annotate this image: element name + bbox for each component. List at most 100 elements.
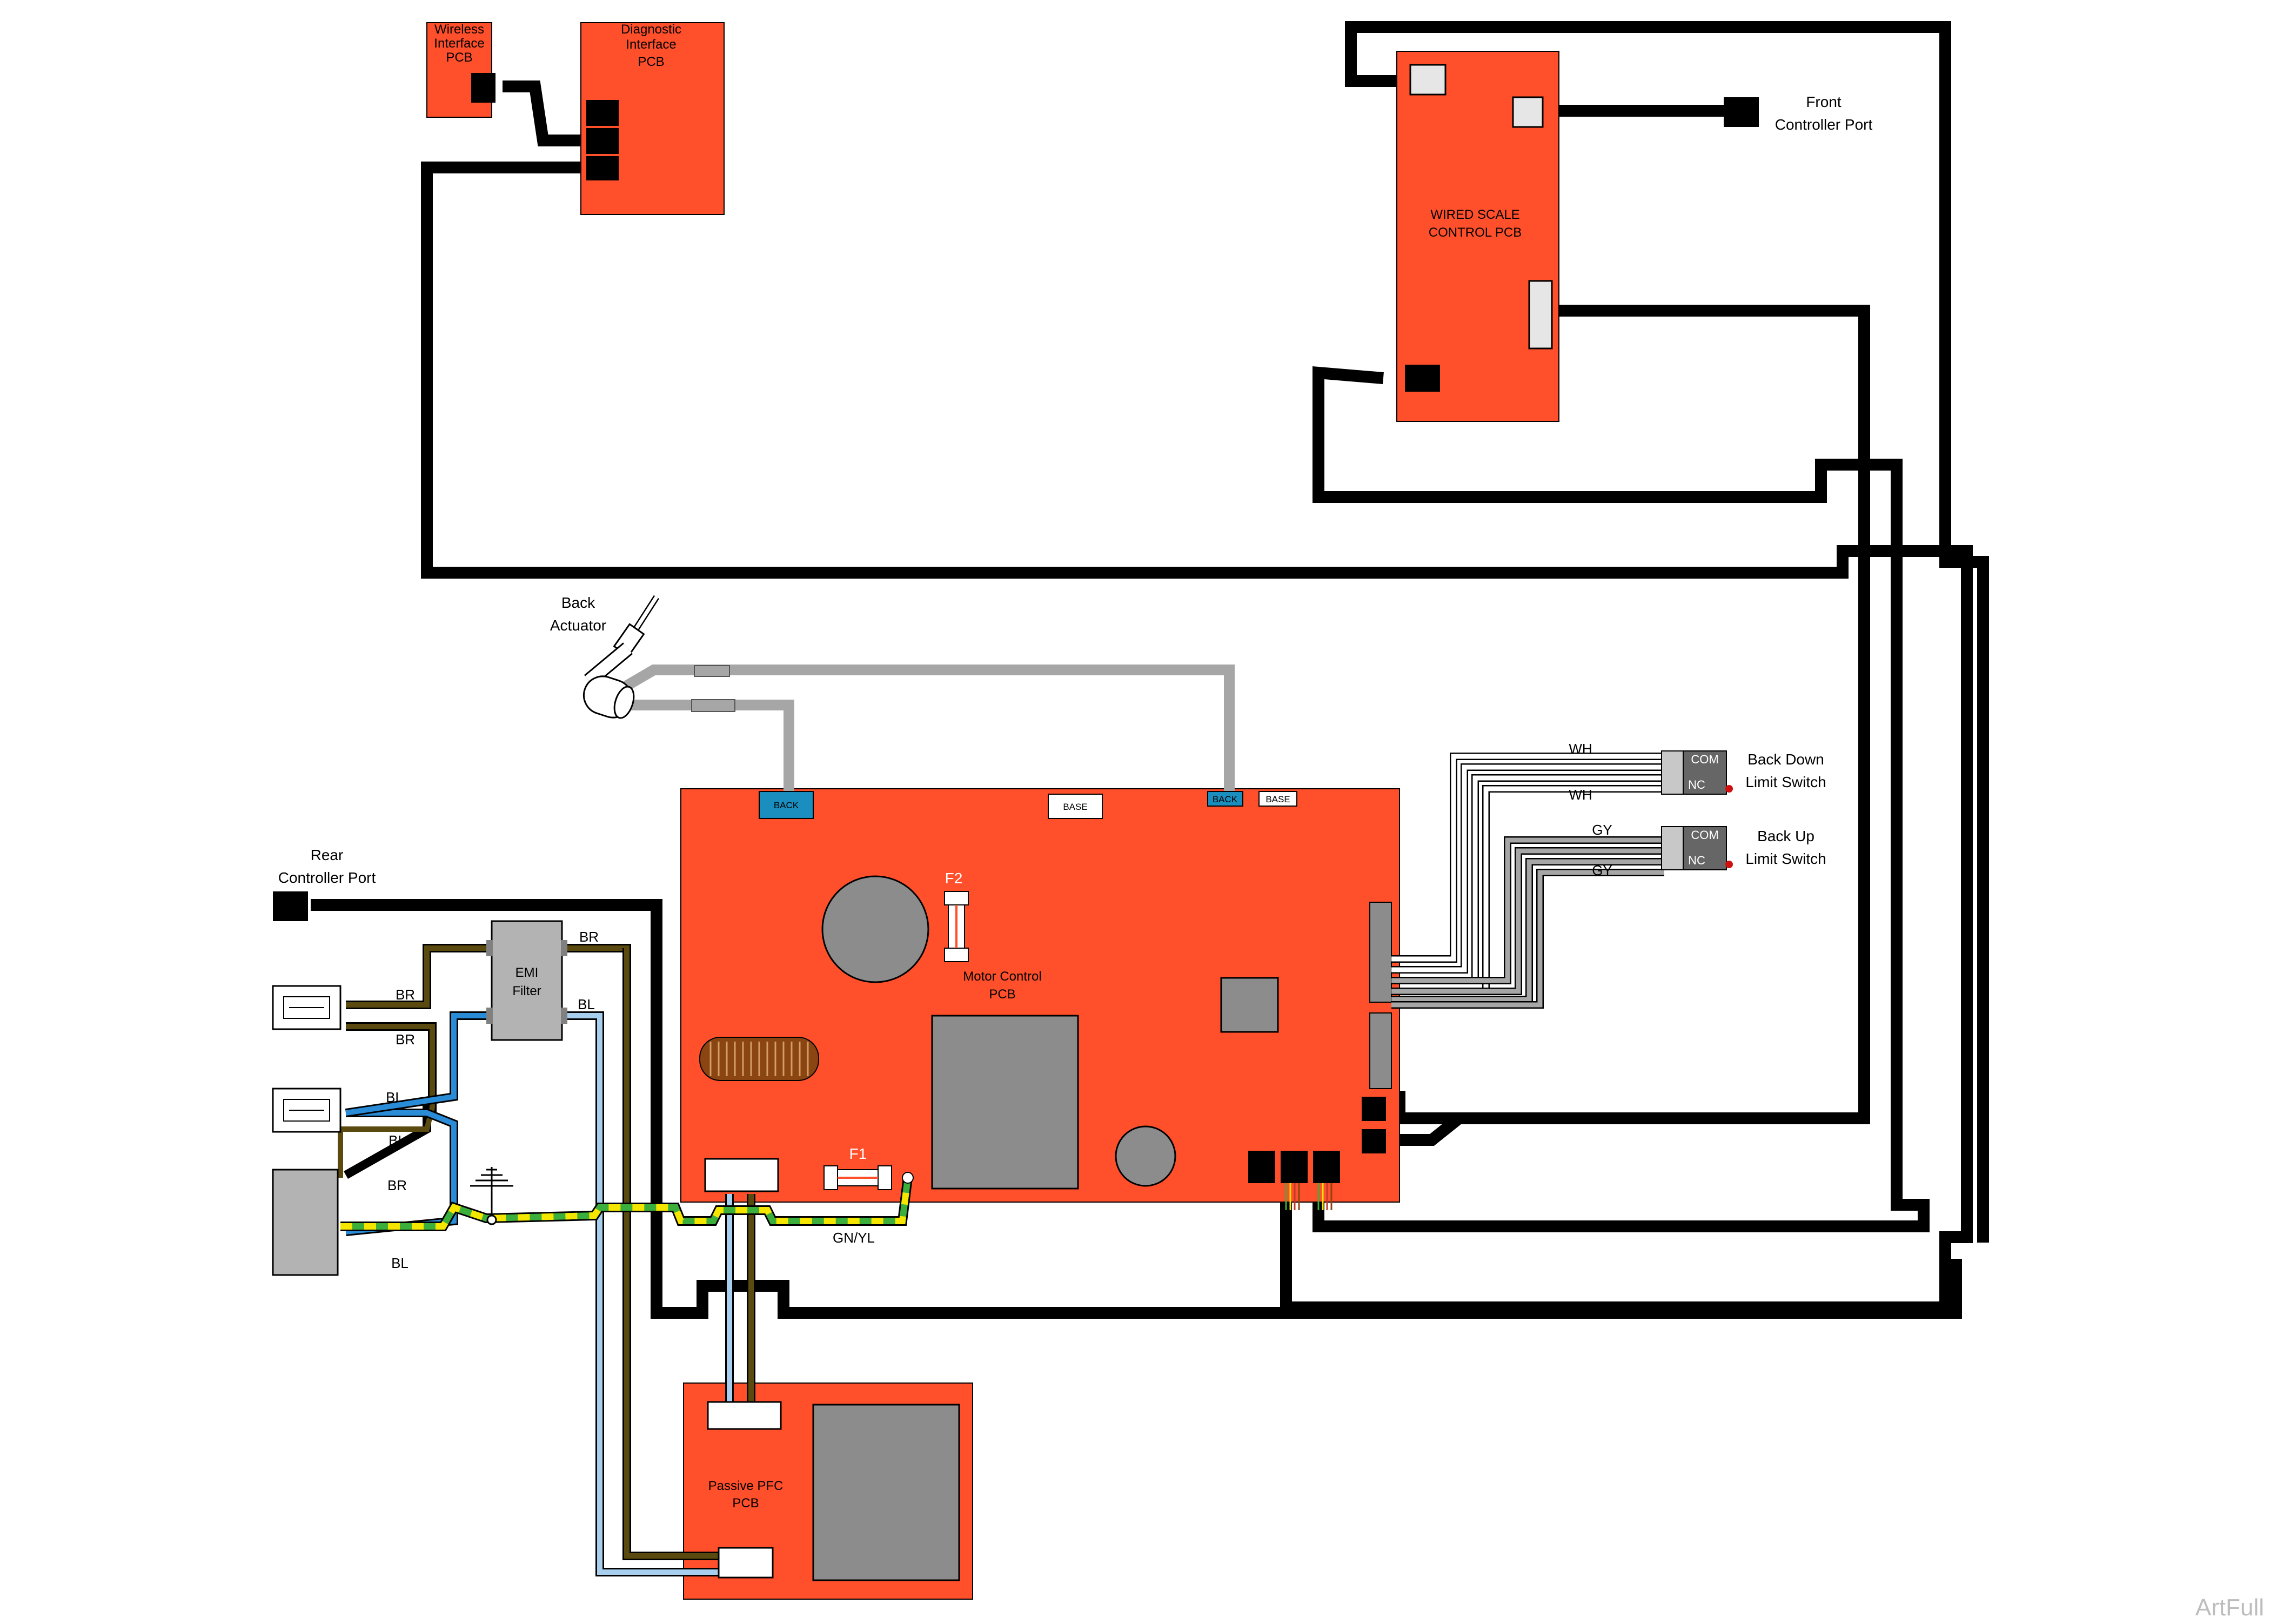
pfc-component <box>812 1404 960 1581</box>
label-back-up-line2: Limit Switch <box>1745 850 1826 867</box>
label-diagnostic-line1: Diagnostic <box>621 22 681 37</box>
label-wire-gy-2: GY <box>1592 862 1612 878</box>
actuator-cables <box>618 665 1235 810</box>
label-back-up-nc: NC <box>1688 854 1705 867</box>
back-connector-1 <box>759 791 814 819</box>
pcb-ground-terminal <box>902 1172 914 1184</box>
label-wire-wh-2: WH <box>1569 787 1592 803</box>
rear-controller-port <box>273 891 308 921</box>
label-wire-wh-1: WH <box>1569 741 1592 757</box>
emi-filter-tab-tr <box>561 940 567 956</box>
emi-filter-tab-tl <box>486 940 493 956</box>
cable-wireless-diagnostic <box>503 80 586 146</box>
label-back-actuator-line2: Actuator <box>550 617 606 634</box>
label-fuse-f2: F2 <box>945 870 963 887</box>
label-wireless-pcb: Wireless Interface PCB <box>434 22 484 65</box>
label-passive-pfc-pcb: Passive PFC PCB <box>708 1479 784 1511</box>
label-rear-port-line2: Controller Port <box>278 869 376 886</box>
label-diagnostic-pcb: Diagnostic Interface PCB <box>621 22 681 69</box>
pcb-black-connector-a <box>1362 1097 1386 1121</box>
label-back-down-com: COM <box>1691 753 1718 766</box>
choke-coil-windings <box>709 1042 809 1076</box>
motor-pcb-connector-bottom <box>704 1158 779 1192</box>
emi-filter-tab-bl <box>486 1008 493 1024</box>
label-pfc-line1: Passive PFC <box>708 1479 784 1493</box>
diagnostic-connector-2 <box>586 128 619 154</box>
label-connector-back-1: BACK <box>774 800 799 810</box>
cable-rear-port <box>311 899 1962 1319</box>
label-front-controller-port: Front Controller Port <box>1775 93 1873 133</box>
label-back-down-switch: Back Down Limit Switch <box>1745 751 1826 790</box>
emi-filter <box>491 920 563 1041</box>
label-wired-scale-line2: CONTROL PCB <box>1429 225 1522 240</box>
label-wireless-line1: Wireless <box>434 22 484 37</box>
label-connector-base-2: BASE <box>1265 794 1290 804</box>
power-inlet <box>272 1169 339 1276</box>
fuse-f2 <box>944 891 969 962</box>
limit-switch-connector <box>1369 902 1392 1003</box>
label-back-up-com: COM <box>1691 828 1718 842</box>
label-connector-back-2: BACK <box>1213 794 1238 804</box>
cable-wired-scale-left <box>1313 366 1930 1232</box>
capacitor-large <box>821 875 929 983</box>
wired-scale-connector-left <box>1405 365 1440 392</box>
label-wire-br-2: BR <box>396 1031 415 1048</box>
back-actuator <box>582 595 660 719</box>
label-wire-br-emi: BR <box>579 929 599 945</box>
label-front-port-line1: Front <box>1806 93 1842 110</box>
label-wire-bl-2: BL <box>389 1132 406 1149</box>
label-rear-controller-port: Rear Controller Port <box>278 847 376 886</box>
label-wire-gy-1: GY <box>1592 822 1612 838</box>
label-diagnostic-line2: Interface <box>626 37 676 52</box>
label-motor-line2: PCB <box>989 987 1015 1002</box>
transformer <box>931 1015 1079 1190</box>
label-wire-bl-emi: BL <box>578 996 595 1012</box>
capacitor-small <box>1115 1125 1176 1187</box>
ground-symbol <box>470 1167 513 1225</box>
cable-wired-scale-top <box>1345 21 1989 1243</box>
label-wire-bl-3: BL <box>391 1255 409 1271</box>
label-rear-port-line1: Rear <box>311 847 344 863</box>
actuator-cable-clip-2 <box>691 699 735 712</box>
label-back-down-nc: NC <box>1688 778 1705 791</box>
wireless-connector <box>471 73 495 103</box>
pcb-connector-right-lower <box>1369 1012 1392 1089</box>
wired-scale-connector-right <box>1528 280 1553 350</box>
label-pfc-line2: PCB <box>732 1496 759 1511</box>
label-wire-br-3: BR <box>387 1177 407 1193</box>
label-wired-scale-line1: WIRED SCALE <box>1430 207 1519 222</box>
back-connector-2 <box>1207 791 1243 807</box>
pcb-black-connector-b <box>1362 1129 1386 1153</box>
cable-fork-lower <box>1372 1112 1476 1146</box>
wired-scale-connector-top <box>1409 64 1447 96</box>
pfc-connector-bottom <box>718 1547 774 1579</box>
fuse-f1 <box>823 1165 892 1190</box>
fuse-holder-2 <box>272 1088 341 1133</box>
label-wireless-line2: Interface <box>434 36 484 51</box>
base-connector-1 <box>1048 794 1103 819</box>
diagnostic-connector-3 <box>586 156 619 180</box>
pcb-black-connector-e <box>1313 1151 1340 1183</box>
wired-scale-connector-mid <box>1512 96 1544 128</box>
ribbon-wires <box>1285 1183 1332 1210</box>
label-back-up-line1: Back Up <box>1757 828 1814 844</box>
diagnostic-connector-1 <box>586 100 619 126</box>
pcb-black-connector-c <box>1248 1151 1275 1183</box>
gy-wires <box>1391 836 1664 1009</box>
label-fuse-f1: F1 <box>849 1145 867 1162</box>
pcb-black-connector-d <box>1281 1151 1308 1183</box>
watermark: ArtFull <box>2195 1594 2264 1621</box>
front-controller-port <box>1724 97 1759 127</box>
label-wire-br-1: BR <box>396 987 415 1003</box>
label-wire-gnyl: GN/YL <box>833 1230 875 1246</box>
label-diagnostic-line3: PCB <box>638 55 664 69</box>
label-motor-line1: Motor Control <box>963 969 1041 984</box>
label-wired-scale-pcb: WIRED SCALE CONTROL PCB <box>1429 207 1522 240</box>
label-back-down-line1: Back Down <box>1747 751 1824 768</box>
label-emi-line1: EMI <box>515 965 539 980</box>
base-connector-2 <box>1258 791 1297 807</box>
label-front-port-line2: Controller Port <box>1775 116 1873 133</box>
label-emi-line2: Filter <box>512 984 541 998</box>
